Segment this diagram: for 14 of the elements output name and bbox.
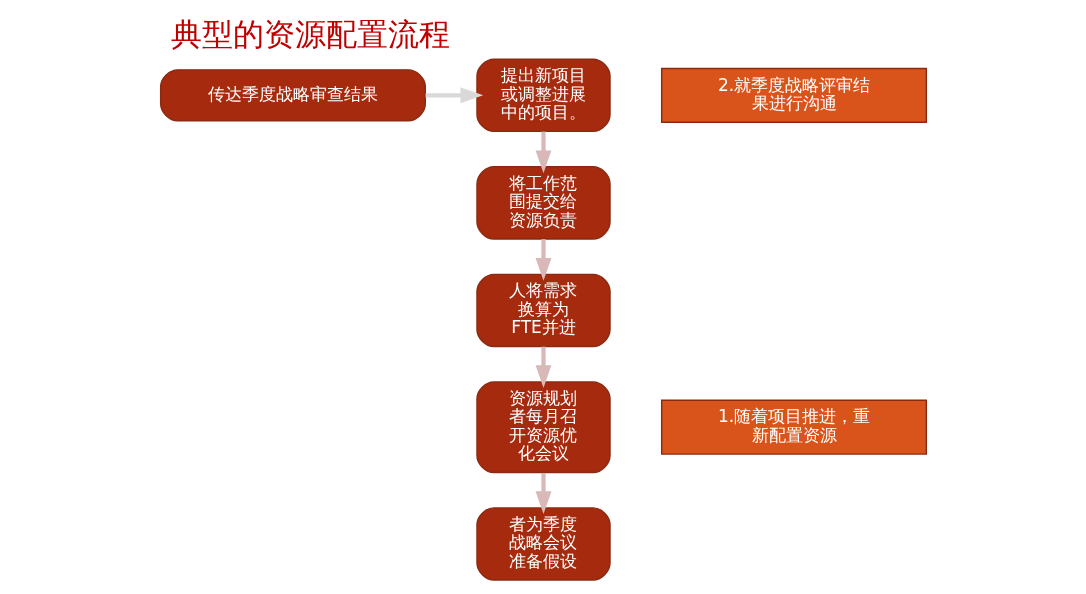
arrow: [425, 87, 483, 104]
node-box: 人将需求换算为FTE并进: [475, 273, 611, 348]
arrow: [535, 131, 551, 174]
node-box: 将工作范围提交给资源负责: [475, 166, 611, 240]
node-box: 传达季度战略审查结果: [159, 69, 426, 122]
node-box: 1.随着项目推进，重新配置资源: [660, 399, 927, 455]
arrow: [535, 239, 551, 281]
arrow: [535, 346, 551, 388]
node-box: 2.就季度战略评审结果进行沟通: [660, 67, 927, 123]
arrow: [535, 473, 551, 515]
node-box: 资源规划者每月召开资源优化会议: [475, 381, 611, 474]
diagram-title: 典型的资源配置流程: [170, 15, 450, 52]
node-box: 者为季度战略会议准备假设: [475, 507, 611, 581]
node-box: 提出新项目或调整进展中的项目。: [475, 58, 611, 133]
